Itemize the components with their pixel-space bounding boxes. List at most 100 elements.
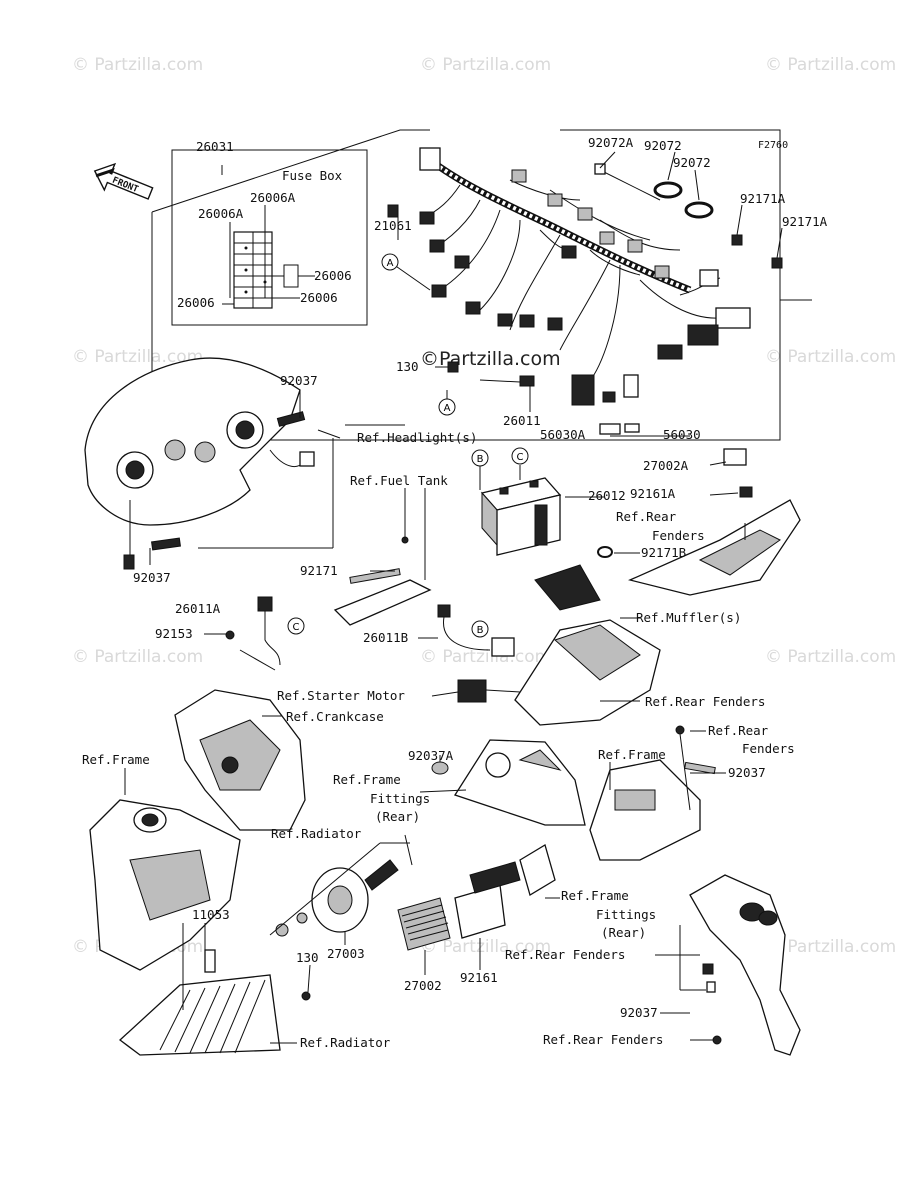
starter-relay — [457, 679, 521, 703]
callout-letter: B — [477, 454, 484, 465]
sensor-26011B — [437, 604, 515, 657]
part-label: 56030 — [663, 427, 701, 442]
callout-a-2: A — [438, 398, 456, 416]
headlight — [84, 357, 315, 570]
ecu-27002 — [397, 897, 451, 951]
part-labels: 26031 Fuse Box 26006A 26006A 26006 26006… — [82, 135, 828, 1050]
frame-left — [89, 799, 241, 971]
clamps-top-right — [594, 163, 783, 269]
fuse-box — [171, 149, 368, 326]
ref-crankcase-label: Ref.Crankcase — [286, 709, 384, 724]
ref-headlight-label: Ref.Headlight(s) — [357, 430, 477, 445]
ref-rear-fenders-label: Ref.Rear — [708, 723, 769, 738]
ref-frame-fittings-label: Fittings — [370, 791, 430, 806]
block-92161 — [454, 844, 556, 939]
battery-26012 — [480, 477, 562, 556]
part-label: 92037 — [280, 373, 318, 388]
part-label: 92072 — [644, 138, 682, 153]
ref-rear-fenders-label: Ref.Rear Fenders — [645, 694, 765, 709]
watermark: © Partzilla.com — [72, 347, 203, 367]
rear-under-tray — [514, 564, 661, 726]
part-label: 26006 — [177, 295, 215, 310]
ref-rear-fenders-label: Ref.Rear Fenders — [543, 1032, 663, 1047]
watermark: © Partzilla.com — [420, 55, 551, 75]
callout-letter: C — [517, 452, 524, 463]
frame-right — [589, 725, 716, 861]
watermark: © Partzilla.com — [72, 647, 203, 667]
part-label: 26012 — [588, 488, 626, 503]
part-label: 130 — [296, 950, 319, 965]
part-label: 92037 — [728, 765, 766, 780]
part-label: 92171A — [740, 191, 786, 206]
ref-frame-fittings-label: Ref.Frame — [333, 772, 401, 787]
callout-b-2: B — [471, 620, 489, 638]
radiator — [118, 949, 311, 1056]
ref-frame-label: Ref.Frame — [82, 752, 150, 767]
callout-letter: A — [444, 403, 451, 414]
fuse-box-title: Fuse Box — [282, 168, 343, 183]
rear-fender-upper — [597, 448, 801, 596]
part-label: 130 — [396, 359, 419, 374]
ref-frame-label: Ref.Frame — [598, 747, 666, 762]
part-label: 27002A — [643, 458, 689, 473]
part-label: 92037 — [620, 1005, 658, 1020]
part-label: 27003 — [327, 946, 365, 961]
ref-rear-fenders-label: Ref.Rear Fenders — [505, 947, 625, 962]
callout-letter: C — [293, 622, 300, 633]
part-label: 92161A — [630, 486, 676, 501]
ref-rear-fenders-label: Fenders — [652, 528, 705, 543]
part-label: 26031 — [196, 139, 234, 154]
rear-fender-lower — [689, 874, 801, 1056]
harness-box-outline — [151, 129, 812, 441]
ref-frame-fittings-label: Ref.Frame — [561, 888, 629, 903]
part-label: 56030A — [540, 427, 586, 442]
part-label: 92072A — [588, 135, 634, 150]
callout-letter: B — [477, 625, 484, 636]
watermark: © Partzilla.com — [420, 647, 551, 667]
ref-frame-fittings-label: (Rear) — [375, 809, 420, 824]
part-label: 26011A — [175, 601, 221, 616]
part-label: 26011 — [503, 413, 541, 428]
watermark: © Partzilla.com — [72, 55, 203, 75]
sensor-26011A — [225, 596, 281, 671]
figure-code: F2760 — [758, 140, 788, 151]
part-label: 26011B — [363, 630, 408, 645]
watermark: © Partzilla.com — [420, 937, 551, 957]
part-label: 92171A — [782, 214, 828, 229]
bracket-92171 — [333, 520, 432, 626]
ref-frame-fittings-label: (Rear) — [601, 925, 646, 940]
ref-mufflers-label: Ref.Muffler(s) — [636, 610, 741, 625]
watermark: © Partzilla.com — [765, 937, 896, 957]
part-label: 26006 — [300, 290, 338, 305]
ref-fuel-tank-label: Ref.Fuel Tank — [350, 473, 448, 488]
frame-fittings-rear — [431, 739, 586, 826]
callout-a-1: A — [381, 253, 399, 271]
part-label: 26006A — [250, 190, 296, 205]
ref-radiator-label: Ref.Radiator — [300, 1035, 391, 1050]
callout-c-1: C — [511, 447, 529, 465]
watermark: © Partzilla.com — [765, 647, 896, 667]
crankcase — [174, 689, 306, 831]
horn-27003 — [275, 834, 413, 937]
part-label: 27002 — [404, 978, 442, 993]
ref-rear-fenders-label: Ref.Rear — [616, 509, 677, 524]
part-label: 92171 — [300, 563, 338, 578]
part-label: 92171B — [641, 545, 686, 560]
callout-b-1: B — [471, 449, 489, 467]
wiring-harness — [387, 147, 751, 435]
ref-rear-fenders-label: Fenders — [742, 741, 795, 756]
part-label: 92072 — [673, 155, 711, 170]
part-label: 26006 — [314, 268, 352, 283]
part-label: 21061 — [374, 218, 412, 233]
ref-frame-fittings-label: Fittings — [596, 907, 656, 922]
callout-c-2: C — [287, 617, 305, 635]
part-label: 11053 — [192, 907, 230, 922]
callouts: A A B C C B — [287, 253, 529, 638]
ref-radiator-label: Ref.Radiator — [271, 826, 362, 841]
ref-starter-motor-label: Ref.Starter Motor — [277, 688, 405, 703]
part-label: 92037 — [133, 570, 171, 585]
relay-21061 — [387, 204, 399, 218]
part-label: 92153 — [155, 626, 193, 641]
part-label: 26006A — [198, 206, 244, 221]
